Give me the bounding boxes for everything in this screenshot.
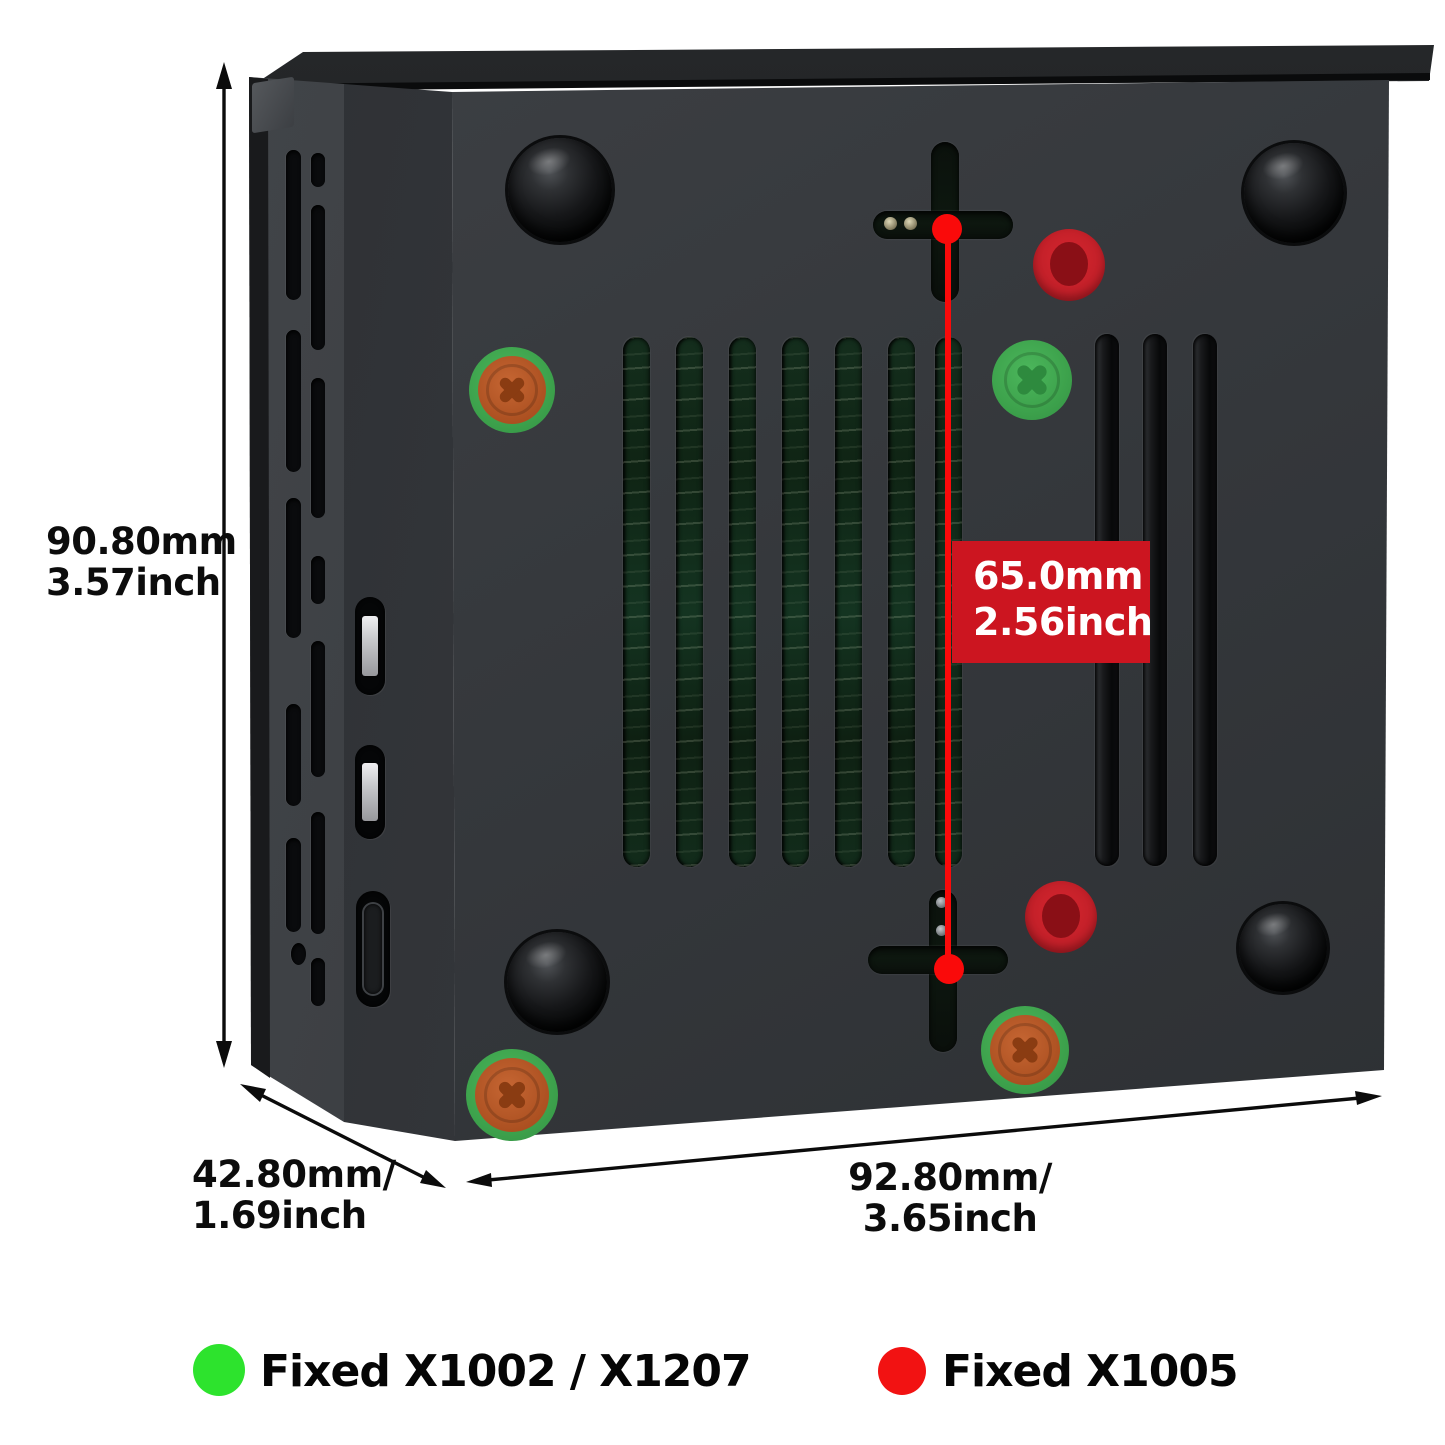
side-vent-slot <box>286 150 301 300</box>
legend-red-label: Fixed X1005 <box>942 1346 1239 1397</box>
depth-mm: 42.80mm/ <box>192 1153 396 1196</box>
rubber-foot-bottom-right <box>1239 904 1327 992</box>
hole-spacing-line <box>945 228 951 968</box>
width-arrow <box>466 1091 1382 1187</box>
width-dimension-label: 92.80mm/ 3.65inch <box>765 1156 1135 1240</box>
side-vent-slot <box>311 378 325 518</box>
side-vent-slot <box>311 958 325 1006</box>
hole-marker-red-bottom <box>1025 881 1097 953</box>
side-vent-slot <box>311 812 325 934</box>
height-mm: 90.80mm <box>46 520 237 563</box>
hole-spacing-dot-bottom <box>934 954 964 984</box>
pcb-vent-slot <box>729 337 756 867</box>
usb-a-port-2 <box>355 745 385 839</box>
height-inch: 3.57inch <box>46 560 221 604</box>
pcb-vent-slot <box>782 337 809 867</box>
hole-spacing-mm: 65.0mm <box>973 554 1143 598</box>
screw-head-ring <box>484 1067 540 1123</box>
depth-arrow <box>240 1084 446 1188</box>
screw-marker-orange-bottom-left <box>466 1049 558 1141</box>
legend-red-dot-icon <box>878 1347 926 1395</box>
rubber-foot-top-right <box>1244 143 1344 243</box>
width-mm: 92.80mm/ <box>848 1156 1052 1199</box>
pcb-screw <box>936 925 947 936</box>
hole-marker-red-top <box>1033 229 1105 301</box>
depth-dimension-label: 42.80mm/ 1.69inch <box>192 1153 396 1237</box>
hole-marker-red-top-center <box>1050 242 1088 286</box>
side-vent-slot <box>286 330 301 472</box>
hole-spacing-dot-top <box>932 214 962 244</box>
pcb-vent-slot <box>676 337 703 867</box>
width-inch: 3.65inch <box>862 1196 1038 1240</box>
pcb-vent-slot <box>623 337 650 867</box>
screw-marker-orange-bottom-middle <box>981 1006 1069 1094</box>
side-vent-hole <box>291 943 306 965</box>
screw-marker-green-top <box>992 340 1072 420</box>
usb-a-tongue <box>362 763 378 821</box>
side-vent-slot <box>311 641 325 777</box>
solder-pad <box>884 217 897 230</box>
side-vent-slot <box>311 205 325 350</box>
usb-c-port <box>356 891 390 1007</box>
hole-spacing-inch: 2.56inch <box>973 600 1153 645</box>
usb-a-port-1 <box>355 597 385 695</box>
side-vent-slot <box>286 704 301 806</box>
usb-a-tongue <box>362 616 378 676</box>
rubber-foot-bottom-left <box>507 932 607 1032</box>
side-vent-slot <box>311 556 325 604</box>
legend-green-label: Fixed X1002 / X1207 <box>260 1346 752 1397</box>
side-vent-slot <box>286 498 301 638</box>
pcb-vent-slot <box>835 337 862 867</box>
bottom-vent-slot <box>1193 334 1217 866</box>
usb-c-inner <box>364 904 382 994</box>
screw-head-ring <box>998 1023 1052 1077</box>
pcb-vent-slot <box>888 337 915 867</box>
hole-marker-red-bottom-center <box>1042 894 1080 938</box>
legend-green-dot-icon <box>193 1344 245 1396</box>
hole-spacing-badge: 65.0mm 2.56inch <box>952 541 1153 663</box>
side-vent-slot <box>311 153 325 187</box>
screw-marker-orange-left <box>469 347 555 433</box>
height-arrow <box>216 62 232 1068</box>
screw-head-ring <box>1004 352 1060 408</box>
screw-head-ring <box>486 364 538 416</box>
depth-inch: 1.69inch <box>192 1193 367 1237</box>
pcb-screw <box>936 897 947 908</box>
solder-pad <box>904 217 917 230</box>
side-vent-slot <box>286 838 301 932</box>
height-dimension-label: 90.80mm 3.57inch <box>46 520 237 604</box>
rubber-foot-top-left <box>508 138 612 242</box>
